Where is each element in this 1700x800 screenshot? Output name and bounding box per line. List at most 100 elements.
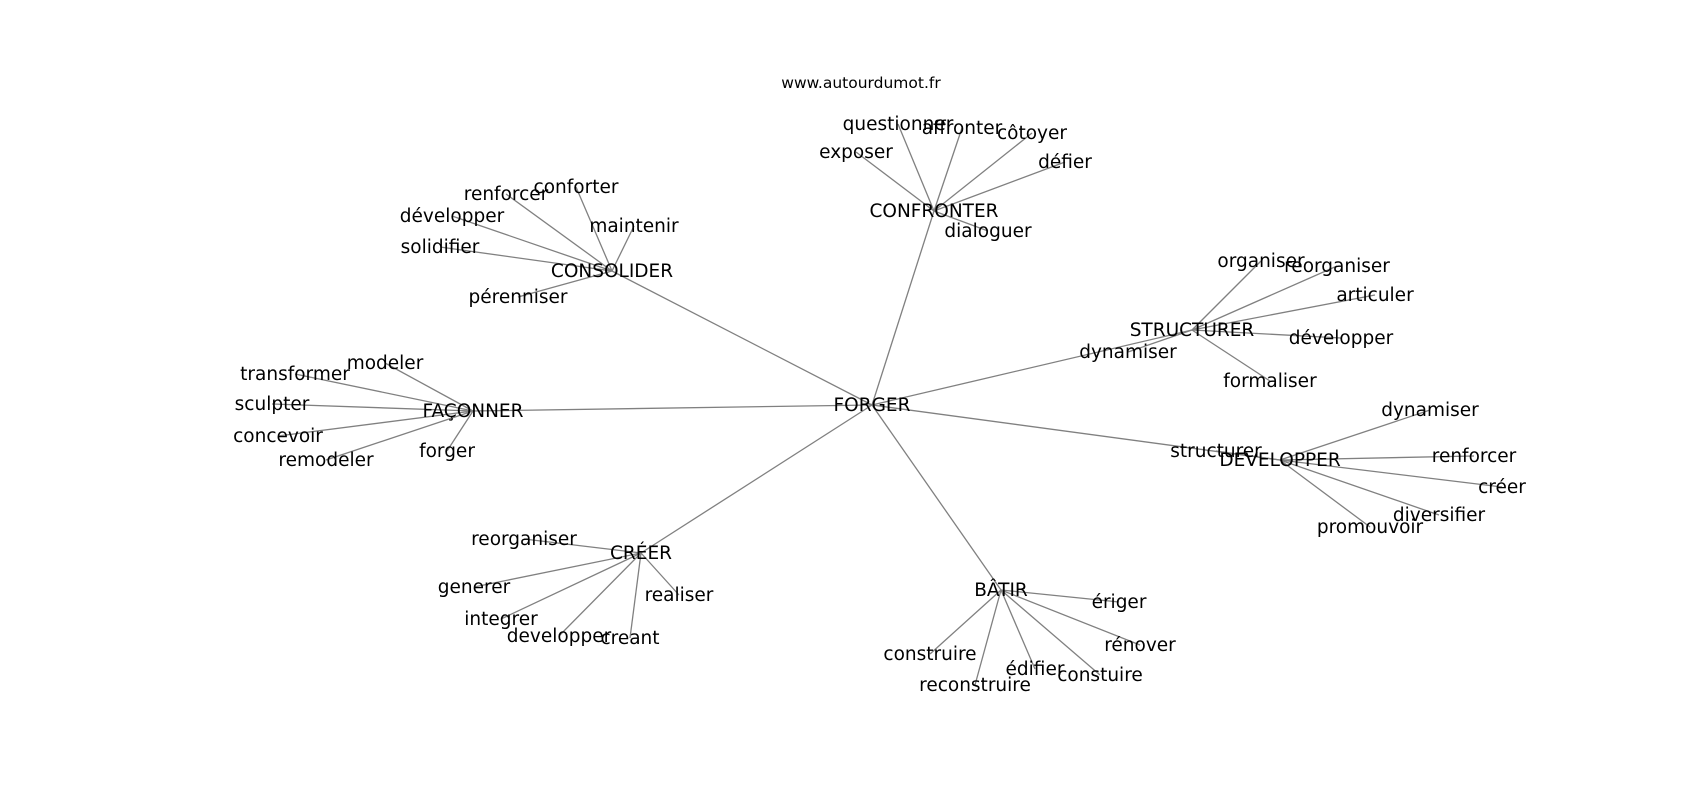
edge-batir-1 (1000, 589, 1141, 646)
word-label-consolider-4: solidifier (401, 237, 480, 258)
word-label-batir-5: reconstruire (919, 675, 1031, 696)
center-node-label: FORGER (834, 395, 911, 416)
word-label-creer-4: developper (507, 626, 612, 647)
word-label-consolider-3: maintenir (589, 216, 679, 237)
word-label-creer-3: integrer (464, 609, 538, 630)
edge-structurer-4 (1127, 329, 1193, 353)
edge-structurer-0 (1191, 260, 1262, 331)
word-label-batir-4: constuire (1057, 665, 1143, 686)
word-label-developper-4: diversifier (1393, 505, 1486, 526)
edge-creer-4 (558, 552, 642, 637)
word-label-developper-2: structurer (1170, 441, 1262, 462)
node-label-structurer: STRUCTURER (1130, 320, 1255, 341)
edge-consolider-0 (575, 186, 613, 272)
word-label-batir-2: construire (883, 644, 976, 665)
word-label-creer-5: creant (600, 628, 659, 649)
edge-confronter-0 (897, 123, 935, 212)
edge-creer-0 (523, 538, 642, 554)
edge-creer-3 (500, 552, 642, 620)
edge-batir-2 (929, 589, 1002, 655)
word-label-consolider-1: renforcer (464, 184, 549, 205)
word-label-developper-1: renforcer (1432, 446, 1517, 467)
word-label-faconner-0: modeler (347, 353, 424, 374)
edge-confronter-3 (855, 151, 935, 212)
edge-developper-1 (1279, 455, 1475, 461)
edge-structurer-5 (1191, 329, 1271, 382)
edge-center-creer (640, 404, 873, 554)
word-label-consolider-2: développer (400, 206, 505, 227)
word-label-structurer-0: organiser (1217, 251, 1305, 272)
word-label-developper-0: dynamiser (1381, 400, 1479, 421)
edge-creer-2 (640, 552, 680, 596)
edge-consolider-2 (451, 215, 613, 272)
edge-consolider-5 (517, 270, 613, 298)
edge-confronter-2 (933, 132, 1033, 212)
word-label-creer-2: realiser (645, 585, 714, 606)
word-label-structurer-3: développer (1289, 328, 1394, 349)
edge-structurer-1 (1191, 265, 1338, 331)
word-label-confronter-4: défier (1038, 152, 1092, 173)
edge-faconner-3 (277, 410, 474, 437)
edge-developper-5 (1279, 459, 1371, 528)
edge-faconner-0 (384, 362, 474, 412)
edge-batir-0 (1000, 589, 1120, 603)
edge-center-confronter (871, 210, 935, 406)
edge-confronter-5 (933, 210, 989, 232)
word-label-confronter-3: exposer (819, 142, 893, 163)
edge-developper-4 (1279, 459, 1440, 516)
edge-developper-2 (1215, 450, 1281, 461)
edge-center-batir (871, 404, 1002, 591)
edge-faconner-2 (271, 403, 474, 412)
edge-creer-5 (629, 552, 642, 639)
word-label-creer-0: reorganiser (471, 529, 577, 550)
word-label-faconner-5: forger (419, 441, 475, 462)
node-label-creer: CRÉER (610, 542, 672, 564)
word-label-confronter-5: dialoguer (944, 221, 1032, 242)
word-label-confronter-2: côtoyer (997, 123, 1067, 144)
node-label-batir: BÂTIR (974, 579, 1028, 601)
edge-center-structurer (871, 329, 1193, 406)
node-label-consolider: CONSOLIDER (551, 261, 673, 282)
word-label-creer-1: generer (438, 577, 511, 598)
edge-developper-3 (1279, 459, 1503, 488)
edge-developper-0 (1279, 409, 1431, 461)
word-label-batir-3: édifier (1006, 659, 1065, 680)
word-label-structurer-5: formaliser (1223, 371, 1317, 392)
word-label-developper-3: créer (1478, 477, 1526, 498)
edge-faconner-4 (325, 410, 474, 461)
node-label-faconner: FAÇONNER (423, 401, 524, 422)
edge-batir-3 (1000, 589, 1036, 670)
word-label-confronter-0: questionner (843, 114, 954, 135)
edge-structurer-2 (1191, 294, 1376, 331)
word-label-structurer-2: articuler (1336, 285, 1414, 306)
edge-center-consolider (611, 270, 873, 406)
edge-center-developper (871, 404, 1281, 461)
word-label-consolider-0: conforter (534, 177, 619, 198)
word-label-consolider-5: pérenniser (469, 287, 568, 308)
edges-layer (271, 123, 1503, 686)
edge-faconner-1 (294, 373, 474, 412)
edge-confronter-4 (933, 161, 1066, 212)
word-label-confronter-1: affronter (922, 118, 1003, 139)
word-label-faconner-2: sculpter (235, 394, 310, 415)
edge-consolider-1 (505, 193, 613, 272)
edge-batir-5 (974, 589, 1002, 686)
edge-batir-4 (1000, 589, 1101, 676)
labels-layer: www.autourdumot.fr FORGER CONFRONTER ques… (233, 74, 1526, 696)
word-label-faconner-4: remodeler (278, 450, 374, 471)
edge-creer-1 (473, 552, 642, 588)
word-label-faconner-3: concevoir (233, 426, 323, 447)
edge-center-faconner (472, 404, 873, 412)
word-label-structurer-1: reorganiser (1284, 256, 1390, 277)
word-label-batir-0: ériger (1092, 592, 1147, 613)
edge-consolider-4 (439, 246, 613, 272)
word-label-structurer-4: dynamiser (1079, 342, 1177, 363)
edge-consolider-3 (611, 225, 635, 272)
edge-structurer-3 (1191, 329, 1342, 339)
word-label-batir-1: rénover (1104, 635, 1176, 656)
node-label-confronter: CONFRONTER (869, 201, 998, 222)
node-label-developper: DEVELOPPER (1219, 450, 1340, 471)
source-url-label: www.autourdumot.fr (781, 74, 941, 92)
word-label-developper-5: promouvoir (1317, 517, 1424, 538)
